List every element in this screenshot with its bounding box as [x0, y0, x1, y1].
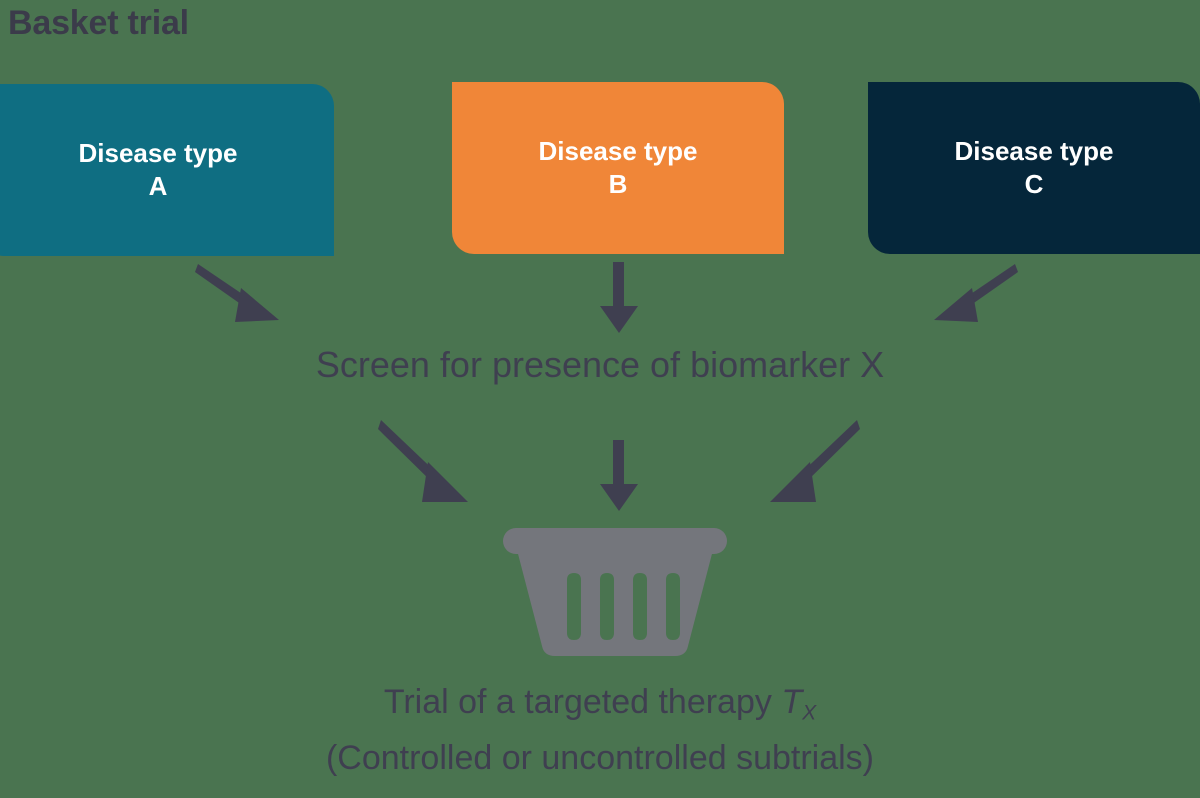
screening-step-text: Screen for presence of biomarker X	[315, 344, 885, 385]
arrow-down-icon	[600, 440, 638, 511]
trial-step-line-2: (Controlled or uncontrolled subtrials)	[325, 738, 875, 777]
disease-type-c-box: Disease type C	[868, 82, 1200, 254]
trial-step-line-1: Trial of a targeted therapy TX	[0, 680, 1200, 736]
arrow-down-icon	[600, 262, 638, 333]
disease-type-c-label: Disease type C	[954, 136, 1114, 199]
trial-step-prefix: Trial of a targeted therapy	[383, 683, 782, 721]
disease-type-b-box: Disease type B	[452, 82, 784, 254]
arrow-down-right-icon	[195, 264, 279, 322]
arrow-down-right-icon	[378, 420, 468, 502]
arrow-down-left-icon	[934, 264, 1018, 322]
disease-type-a-label: Disease type A	[78, 138, 238, 201]
therapy-subscript: X	[802, 701, 817, 725]
disease-type-b-label: Disease type B	[538, 136, 698, 199]
page-title: Basket trial	[8, 4, 189, 42]
trial-step-text: Trial of a targeted therapy TX (Controll…	[0, 680, 1200, 780]
therapy-symbol: T	[781, 683, 803, 721]
disease-type-a-box: Disease type A	[0, 84, 334, 256]
basket-icon	[503, 528, 727, 656]
arrow-down-left-icon	[770, 420, 860, 502]
